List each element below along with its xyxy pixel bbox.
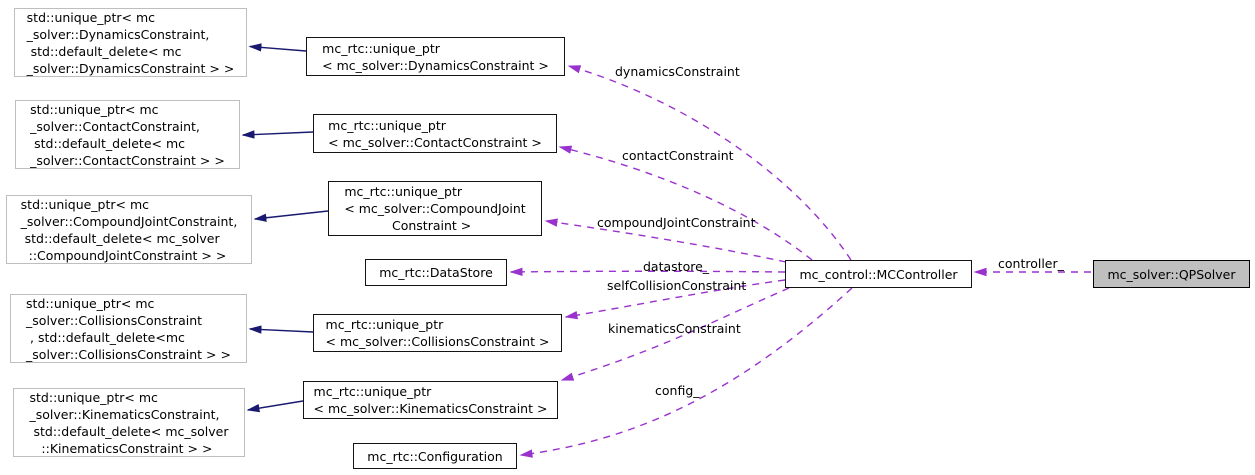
node-std-unique-ptr-dynamics: std::unique_ptr< mc _solver::DynamicsCon…: [14, 8, 247, 77]
edge-label-compound-joint-constraint: compoundJointConstraint: [597, 215, 756, 230]
edge-label-contact-constraint: contactConstraint: [622, 148, 734, 163]
node-label: mc_rtc::unique_ptr < mc_solver::Dynamics…: [322, 40, 549, 73]
edge-self-collision-constraint: [564, 279, 786, 320]
edge-template-contact: [241, 130, 314, 139]
node-label: mc_control::MCController: [799, 266, 958, 282]
node-mc-rtc-datastore[interactable]: mc_rtc::DataStore: [365, 259, 507, 286]
node-std-unique-ptr-compound-joint: std::unique_ptr< mc _solver::CompoundJoi…: [6, 195, 252, 264]
edge-compound-joint-constraint: [544, 218, 787, 263]
node-label: mc_rtc::unique_ptr < mc_solver::Compound…: [344, 184, 526, 233]
node-label: std::unique_ptr< mc _solver::CompoundJoi…: [20, 196, 238, 263]
node-mc-rtc-unique-ptr-dynamics[interactable]: mc_rtc::unique_ptr < mc_solver::Dynamics…: [306, 37, 565, 76]
edge-label-datastore: datastore_: [643, 259, 710, 274]
node-mc-solver-qpsolver: mc_solver::QPSolver: [1093, 260, 1250, 288]
edge-label-config: config_: [655, 383, 700, 398]
node-mc-control-mccontroller[interactable]: mc_control::MCController: [785, 260, 972, 288]
edge-config: [519, 287, 853, 458]
node-std-unique-ptr-contact: std::unique_ptr< mc _solver::ContactCons…: [15, 100, 240, 169]
edge-kinematics-constraint: [560, 287, 790, 381]
node-mc-rtc-unique-ptr-contact[interactable]: mc_rtc::unique_ptr < mc_solver::ContactC…: [313, 114, 557, 153]
node-label: mc_rtc::unique_ptr < mc_solver::Kinemati…: [313, 384, 548, 416]
node-label: mc_solver::QPSolver: [1107, 266, 1236, 282]
edge-label-self-collision-constraint: selfCollisionConstraint: [607, 278, 747, 293]
node-std-unique-ptr-kinematics: std::unique_ptr< mc _solver::KinematicsC…: [13, 388, 245, 457]
edge-template-collisions: [248, 325, 314, 334]
node-label: mc_rtc::unique_ptr < mc_solver::ContactC…: [328, 117, 542, 150]
node-mc-rtc-unique-ptr-kinematics[interactable]: mc_rtc::unique_ptr < mc_solver::Kinemati…: [303, 381, 558, 419]
edge-label-dynamics-constraint: dynamicsConstraint: [615, 64, 740, 79]
node-mc-rtc-configuration[interactable]: mc_rtc::Configuration: [353, 443, 517, 469]
node-label: mc_rtc::unique_ptr < mc_solver::Collisio…: [325, 317, 550, 349]
edge-template-compound-joint: [253, 210, 329, 222]
edge-contact-constraint: [558, 145, 813, 261]
node-std-unique-ptr-collisions: std::unique_ptr< mc _solver::CollisionsC…: [10, 294, 247, 363]
node-label: std::unique_ptr< mc _solver::DynamicsCon…: [26, 9, 235, 76]
edge-template-dynamics: [248, 43, 307, 52]
node-mc-rtc-unique-ptr-compound-joint[interactable]: mc_rtc::unique_ptr < mc_solver::Compound…: [328, 181, 542, 236]
edge-label-controller: controller_: [998, 256, 1064, 271]
node-mc-rtc-unique-ptr-collisions[interactable]: mc_rtc::unique_ptr < mc_solver::Collisio…: [313, 314, 562, 352]
node-label: mc_rtc::Configuration: [367, 448, 503, 464]
node-label: mc_rtc::DataStore: [379, 265, 493, 280]
node-label: std::unique_ptr< mc _solver::ContactCons…: [30, 101, 225, 168]
node-label: std::unique_ptr< mc _solver::CollisionsC…: [26, 295, 231, 362]
edge-datastore: [509, 267, 786, 277]
edge-dynamics-constraint: [567, 65, 852, 261]
edge-label-kinematics-constraint: kinematicsConstraint: [608, 321, 741, 336]
node-label: std::unique_ptr< mc _solver::KinematicsC…: [29, 389, 229, 456]
edge-template-kinematics: [246, 400, 304, 413]
